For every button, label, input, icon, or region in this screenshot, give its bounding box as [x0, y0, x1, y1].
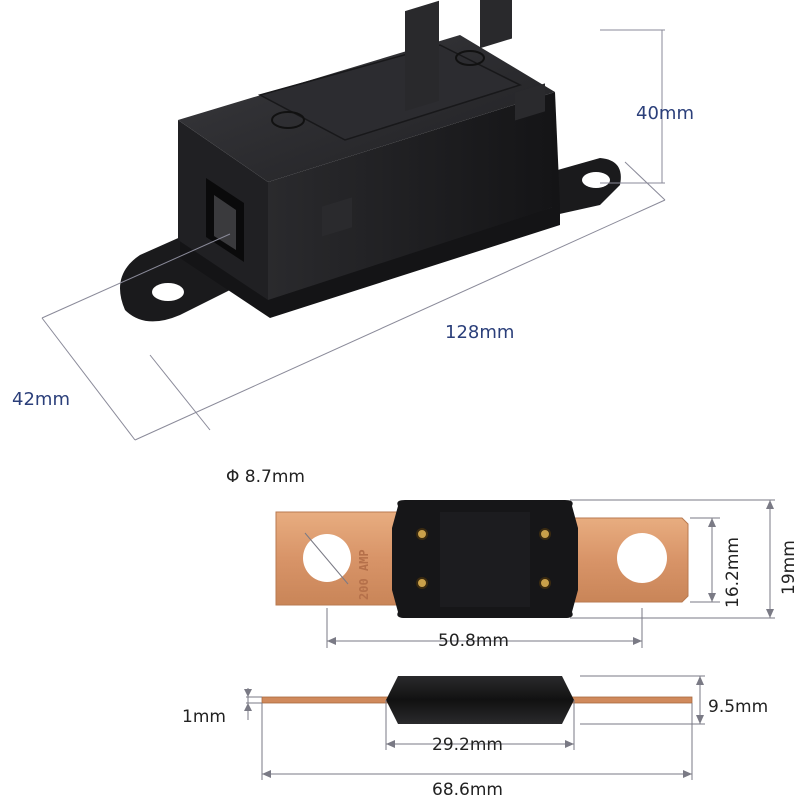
fuse-thickness-label: 1mm	[182, 707, 226, 727]
fuse-rivet-4	[539, 577, 551, 589]
holder-top-ridge	[257, 44, 522, 141]
fuse-body-thickness-label: 9.5mm	[708, 697, 768, 717]
fuse-rivet-2	[539, 528, 551, 540]
fuse-side-body	[386, 676, 574, 724]
fuse-side	[261, 676, 693, 724]
holder-height-label: 40mm	[636, 103, 694, 124]
fuse-body-markings	[440, 512, 530, 607]
fuse-body-length-label: 29.2mm	[432, 735, 503, 755]
holder-top-circle-2	[455, 50, 485, 66]
holder-side-rib-3	[322, 197, 352, 237]
fuse-rating-label: 200 AMP	[357, 549, 371, 600]
fuse-overall-height-label: 19mm	[779, 540, 799, 595]
fuse-front-dimension-lines	[304, 499, 775, 648]
fuse-front-arrowheads	[327, 500, 774, 645]
holder-length-label: 128mm	[445, 322, 514, 343]
holder-left-tab-hole	[152, 283, 184, 301]
holder-width-label: 42mm	[12, 389, 70, 410]
holder-right-tab	[540, 158, 621, 215]
holder-side-rib-4	[515, 83, 545, 121]
fuse-right-hole	[617, 533, 667, 583]
fuse-side-dimension-lines	[246, 675, 705, 780]
holder-side-face	[268, 92, 560, 300]
fuse-left-hole	[303, 534, 351, 582]
holder-side-rib-1	[405, 0, 439, 112]
fuse-front: 200 AMP	[275, 500, 689, 618]
holder-dimension-lines	[41, 29, 666, 441]
fuse-hole-label: Φ 8.7mm	[226, 467, 305, 487]
fuse-body-height-label: 16.2mm	[723, 537, 743, 608]
fuse-rivet-1	[416, 528, 428, 540]
holder-side-rib-2	[480, 0, 512, 49]
fuse-side-arrowheads	[244, 676, 704, 778]
fuse-holder	[120, 0, 621, 322]
holder-top-circle-1	[271, 111, 305, 129]
holder-terminal-inner	[214, 195, 236, 250]
fuse-rivet-3	[416, 577, 428, 589]
fuse-hole-spacing-label: 50.8mm	[438, 631, 509, 651]
holder-right-tab-hole	[582, 172, 610, 188]
fuse-overall-length-label: 68.6mm	[432, 780, 503, 800]
